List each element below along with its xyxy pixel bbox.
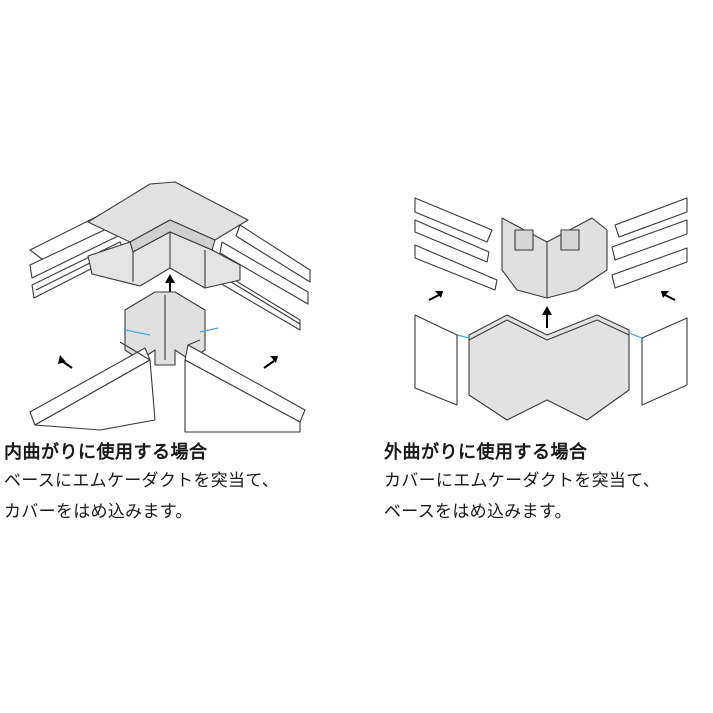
outer-corner-base bbox=[501, 217, 608, 299]
outer-corner-cover bbox=[468, 314, 630, 421]
inner-corner-line-2: カバーをはめ込みます。 bbox=[4, 502, 193, 522]
inner-corner-heading: 内曲がりに使用する場合 bbox=[4, 442, 208, 463]
outer-corner-heading: 外曲がりに使用する場合 bbox=[384, 442, 588, 463]
back-right-duct bbox=[611, 197, 688, 289]
front-left-duct bbox=[414, 314, 458, 406]
front-right-duct bbox=[184, 339, 306, 433]
outer-corner-caption: 外曲がりに使用する場合 カバーにエムケーダクトを突当て、 ベースをはめ込みます。 bbox=[384, 440, 660, 528]
up-arrow-icon bbox=[542, 306, 552, 328]
outer-corner-illustration bbox=[414, 197, 688, 421]
front-right-duct bbox=[641, 317, 688, 406]
back-right-duct bbox=[212, 224, 311, 331]
inner-corner-panel: 内曲がりに使用する場合 ベースにエムケーダクトを突当て、 カバーをはめ込みます。 bbox=[0, 0, 356, 713]
left-push-arrow-icon bbox=[428, 291, 443, 301]
inner-corner-illustration bbox=[29, 181, 311, 433]
guide-line-left bbox=[456, 334, 470, 339]
guide-line-right bbox=[199, 327, 219, 333]
inner-corner-cover bbox=[87, 181, 249, 289]
outer-corner-line-2: ベースをはめ込みます。 bbox=[384, 502, 572, 522]
guide-line-right bbox=[628, 332, 643, 339]
right-push-arrow-icon bbox=[661, 291, 676, 301]
outer-corner-panel: 外曲がりに使用する場合 カバーにエムケーダクトを突当て、 ベースをはめ込みます。 bbox=[357, 0, 713, 713]
guide-line-left bbox=[124, 329, 151, 336]
left-push-arrow-icon bbox=[58, 355, 73, 369]
back-left-duct bbox=[414, 197, 498, 291]
right-push-arrow-icon bbox=[263, 356, 278, 369]
front-left-duct bbox=[29, 341, 156, 431]
inner-corner-caption: 内曲がりに使用する場合 ベースにエムケーダクトを突当て、 カバーをはめ込みます。 bbox=[4, 440, 279, 528]
outer-corner-line-1: カバーにエムケーダクトを突当て、 bbox=[384, 471, 660, 491]
inner-corner-line-1: ベースにエムケーダクトを突当て、 bbox=[4, 471, 280, 491]
